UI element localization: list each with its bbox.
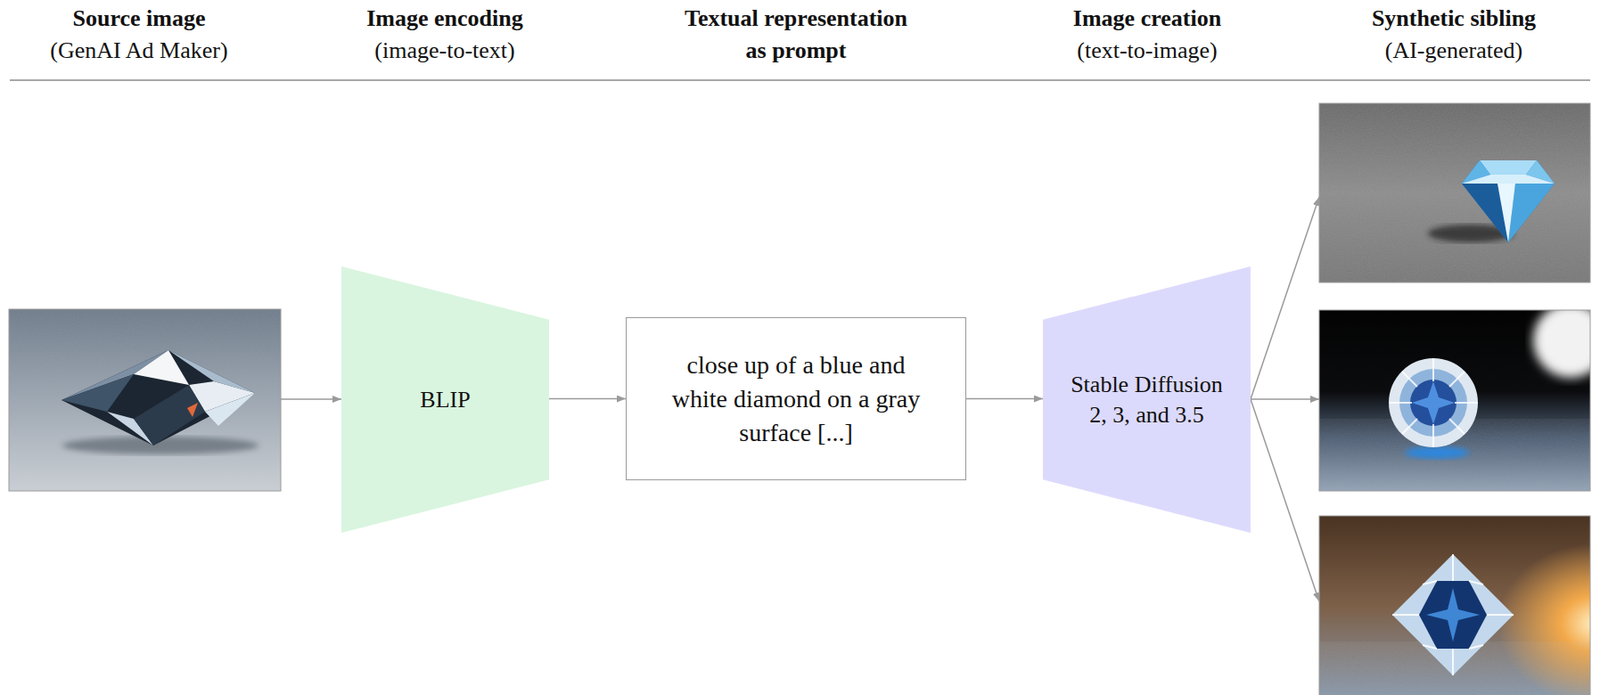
gem-facet [1461,174,1555,184]
source-photo [8,309,281,492]
flow-arrow [1250,399,1320,602]
synthetic-photo [1319,516,1591,695]
gem-body [61,350,255,446]
gem-facet [1419,581,1487,649]
photo-frame [1319,310,1591,492]
gem-facet [133,350,189,386]
gem-facet [1508,183,1555,243]
synthetic-photo [1319,103,1591,283]
photo-texture [1319,103,1591,283]
photo-ground [1319,103,1591,283]
trapezoid-shape [1042,266,1251,534]
gem-spark [187,402,198,418]
gem-facet [61,374,134,412]
photo-frame [8,309,281,492]
column-subheading: (GenAI Ad Maker) [49,34,228,67]
column-heading: Source image [73,2,206,35]
trapezoid-outline [1042,266,1251,534]
prompt-box: close up of a blue and white diamond on … [625,317,967,481]
gem-body [1388,358,1478,448]
model-name: BLIP [419,385,470,416]
photo-ground [8,309,281,492]
column-subheading: (AI-generated) [1385,34,1523,67]
gem-body [1461,160,1555,243]
photo-frame [1319,103,1591,283]
flow-arrow [966,398,1043,401]
gem-reflection [1404,446,1469,460]
model-trapezoid: Stable Diffusion 2, 3, and 3.5 [1042,266,1251,534]
gem-body [1392,554,1514,676]
flow-arrow [1250,398,1320,401]
gem-facet-lines [1388,358,1478,448]
flow-arrow [280,398,342,401]
gem-star [1426,588,1480,642]
trapezoid-shape [341,266,550,534]
gem-facet-lines [1392,554,1514,676]
gem-facet [133,385,206,446]
bokeh-light [1533,310,1591,378]
model-name: Stable Diffusion 2, 3, and 3.5 [1067,369,1227,431]
column-subheading: (image-to-text) [374,34,515,67]
gem-facet [1497,183,1516,243]
photo-frame [1319,516,1591,695]
synthetic-photo [1319,310,1591,492]
prompt-text: close up of a blue and white diamond on … [671,348,921,451]
flow-arrow [1250,196,1320,400]
column-heading: Synthetic sibling [1371,2,1536,35]
column-heading: Image encoding [366,2,524,35]
flow-arrow [549,398,626,401]
photo-texture [8,309,281,492]
column-subheading: (text-to-image) [1076,34,1217,67]
gem-star [1411,381,1455,425]
column-heading: Textual representation as prompt [675,2,917,67]
model-trapezoid: BLIP [341,266,550,534]
gem-facet [205,393,255,427]
header-rule [9,79,1591,82]
column-heading: Image creation [1073,2,1222,35]
